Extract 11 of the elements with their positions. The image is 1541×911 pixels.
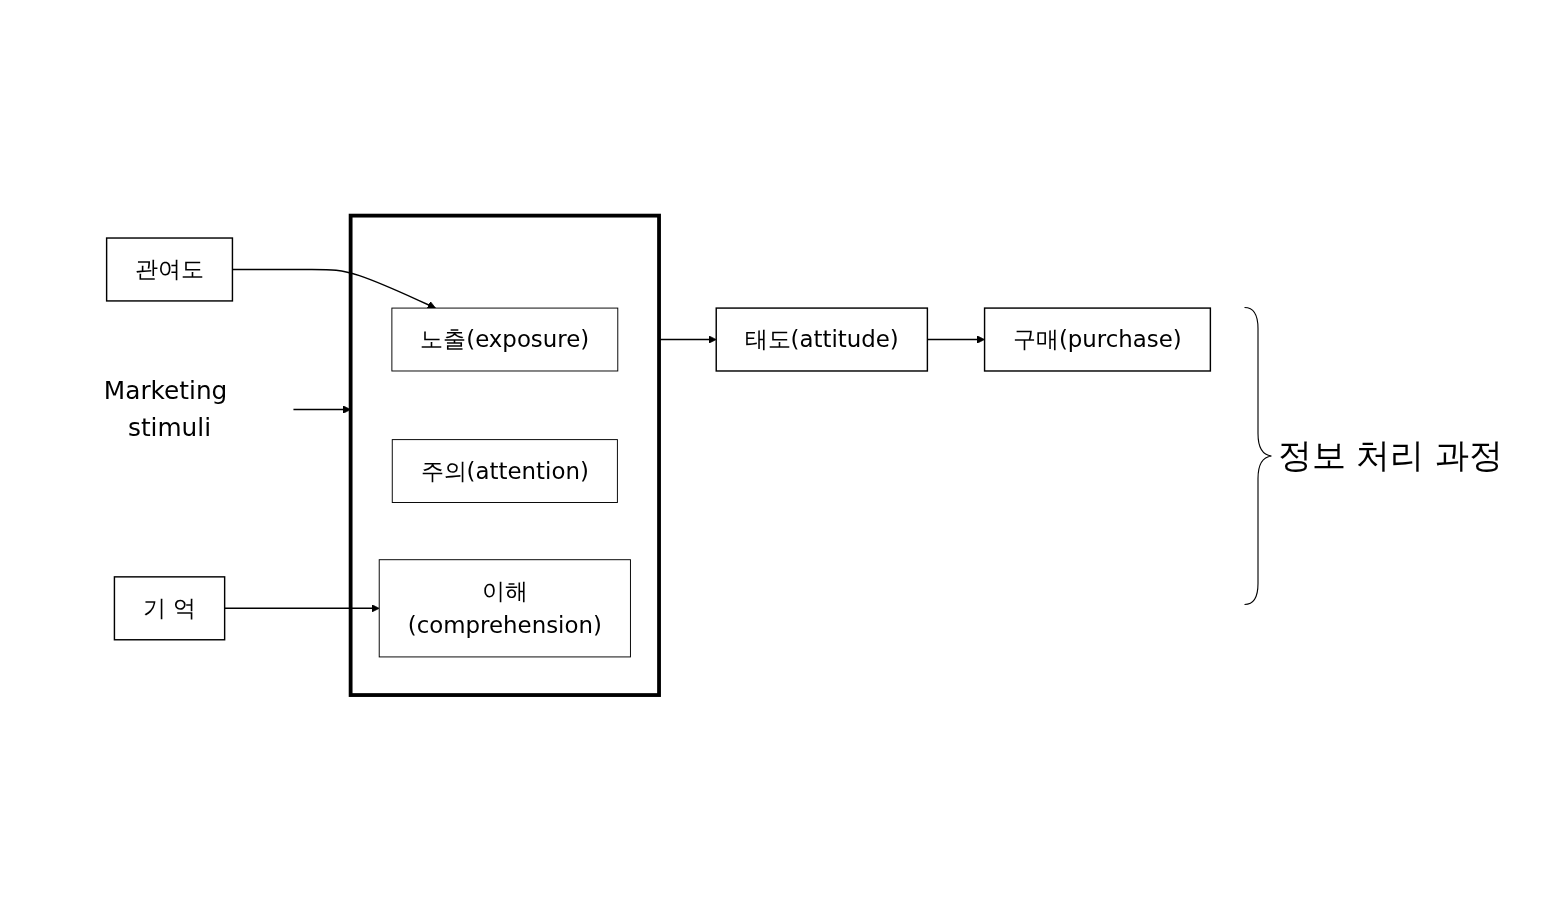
cluster [348,213,661,698]
node-text: Marketing stimuli [103,376,228,443]
node-box: 관여도 [105,237,233,302]
node-box: 구매(purchase) [983,307,1211,372]
node-box: 주의(attention) [391,439,618,504]
arrow [292,405,351,414]
node-box: 노출(exposure) [391,307,618,372]
node-box: 기 억 [113,576,226,641]
node-box: 이해(comprehension) [378,559,631,658]
group-label: 정보 처리 과정 [1277,433,1504,477]
node-box: 태도(attitude) [715,307,928,372]
